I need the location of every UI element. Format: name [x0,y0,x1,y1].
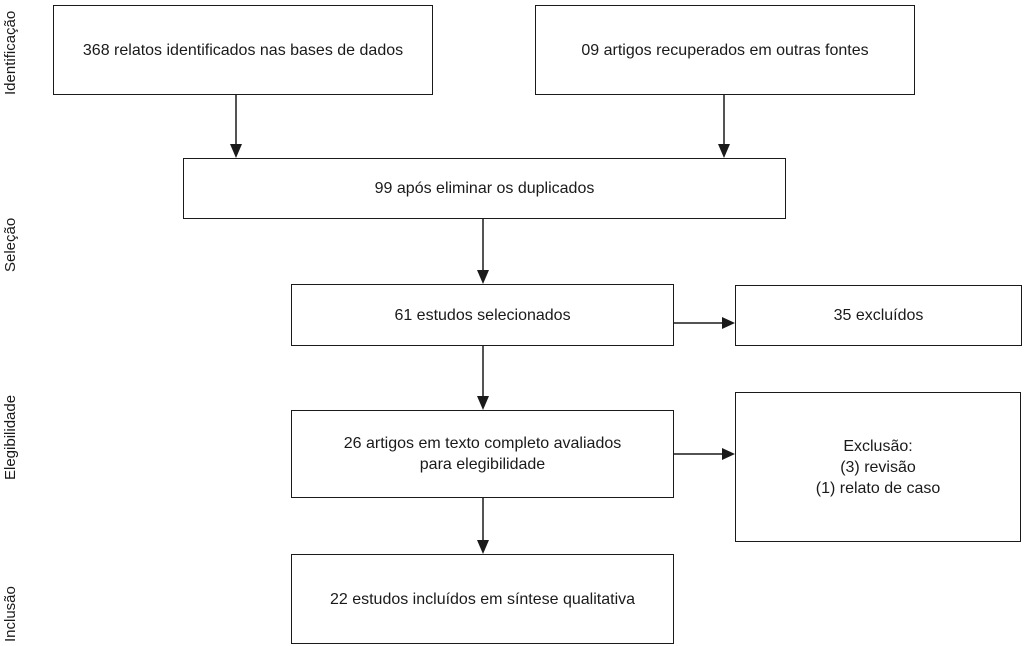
box-deduplicated: 99 após eliminar os duplicados [183,158,786,219]
box-included: 22 estudos incluídos em síntese qualitat… [291,554,674,644]
arrowhead-fulltext-to-exclusion [722,448,735,460]
box-other-sources: 09 artigos recuperados em outras fontes [535,5,915,95]
exclusion-review: (3) revisão [840,458,916,476]
box-fulltext-text: 26 artigos em texto completo avaliados p… [343,435,622,473]
box-excluded: 35 excluídos [735,285,1022,346]
arrowhead-other-to-dedup [718,144,730,158]
box-included-text: 22 estudos incluídos em síntese qualitat… [329,590,636,608]
box-databases: 368 relatos identificados nas bases de d… [53,5,433,95]
exclusion-title: Exclusão: [843,437,913,455]
box-fulltext: 26 artigos em texto completo avaliados p… [291,410,674,498]
box-selected-text: 61 estudos selecionados [394,306,571,324]
box-databases-text: 368 relatos identificados nas bases de d… [82,41,404,59]
exclusion-case-report: (1) relato de caso [815,479,941,497]
arrowhead-fulltext-to-included [477,540,489,554]
arrowhead-selected-to-fulltext [477,396,489,410]
box-deduplicated-text: 99 após eliminar os duplicados [374,180,595,197]
arrowhead-selected-to-excluded [722,317,735,329]
box-other-sources-text: 09 artigos recuperados em outras fontes [581,41,869,59]
arrowhead-databases-to-dedup [230,144,242,158]
arrowhead-dedup-to-selected [477,270,489,284]
box-exclusion-reasons: Exclusão: (3) revisão (1) relato de caso [735,392,1021,542]
box-excluded-text: 35 excluídos [833,307,924,324]
box-selected: 61 estudos selecionados [291,284,674,346]
